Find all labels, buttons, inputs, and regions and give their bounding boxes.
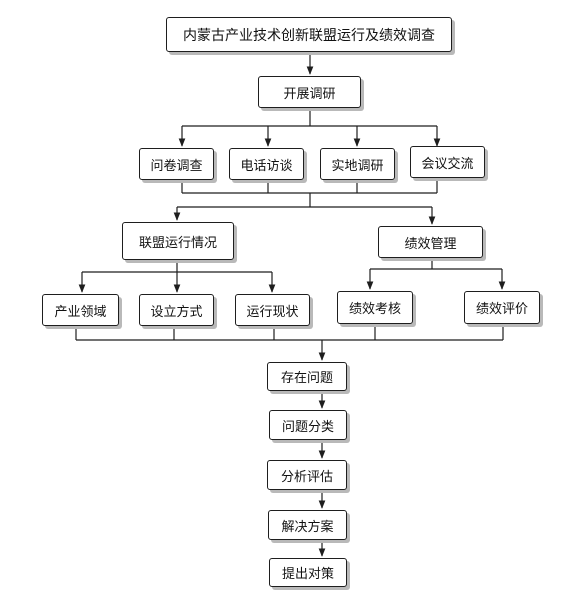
node-research: 开展调研 — [258, 76, 361, 108]
node-solution: 解决方案 — [268, 510, 347, 540]
node-conference: 会议交流 — [410, 146, 485, 178]
node-establishment-mode: 设立方式 — [139, 294, 214, 326]
node-analysis-evaluation: 分析评估 — [267, 460, 347, 490]
node-questionnaire: 问卷调查 — [139, 148, 214, 180]
node-alliance-operation: 联盟运行情况 — [122, 222, 234, 260]
node-problem-classification: 问题分类 — [269, 410, 347, 440]
node-countermeasures: 提出对策 — [269, 558, 347, 587]
node-performance-assessment: 绩效考核 — [337, 291, 413, 324]
node-phone-interview: 电话访谈 — [229, 148, 304, 180]
node-field-research: 实地调研 — [320, 148, 395, 180]
node-performance-evaluation: 绩效评价 — [464, 291, 540, 324]
node-problems: 存在问题 — [267, 362, 347, 391]
node-performance-management: 绩效管理 — [378, 226, 483, 258]
node-root: 内蒙古产业技术创新联盟运行及绩效调查 — [166, 17, 452, 52]
node-operation-status: 运行现状 — [235, 294, 310, 326]
node-industry-field: 产业领域 — [42, 294, 119, 326]
